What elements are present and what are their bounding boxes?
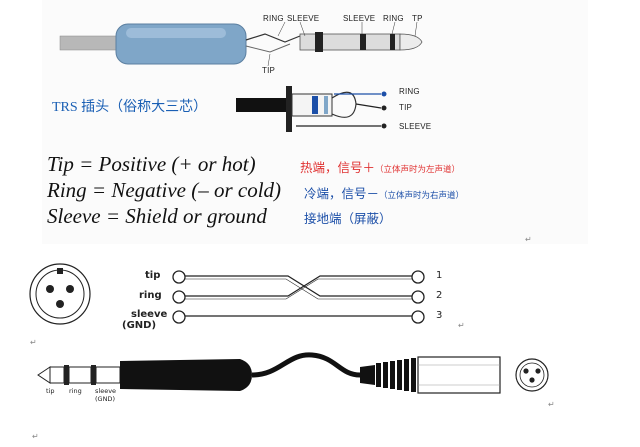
trs-plug-illustration — [59, 21, 423, 67]
plug-label-sleeve: SLEEVE — [287, 14, 320, 23]
xlr-connector-front — [29, 263, 91, 325]
jack-label-tip: TIP — [399, 103, 413, 112]
equation-sleeve: Sleeve = Shield or ground — [47, 204, 267, 228]
cn-sleeve-text: 接地端（屏蔽） — [304, 211, 392, 226]
return-mark-5: ↵ — [32, 432, 39, 441]
plug-label-tip-right: TP — [412, 14, 423, 23]
bottom-label-tip: tip — [46, 387, 55, 395]
wire-label-gnd: (GND) — [122, 320, 157, 331]
return-mark-4: ↵ — [548, 400, 555, 409]
equation-tip: Tip = Positive (+ or hot) — [47, 152, 256, 176]
cn-ring-text: 冷端，信号－（立体声时为右声道） — [304, 186, 465, 201]
wire-label-ring: ring — [139, 290, 162, 301]
plug-label-tip: TIP — [262, 66, 276, 75]
jack-label-sleeve: SLEEVE — [399, 122, 432, 131]
return-mark: ↵ — [525, 235, 532, 244]
wire-label-tip: tip — [145, 270, 161, 281]
pin-number-2: 2 — [436, 290, 443, 301]
pin-number-1: 1 — [436, 270, 443, 281]
cn-tip-text: 热端，信号＋（立体声时为左声道） — [300, 160, 461, 175]
wiring-lines — [172, 270, 425, 324]
bottom-label-ring: ring — [69, 387, 82, 395]
plug-label-sleeve-right: SLEEVE — [343, 14, 376, 23]
pin-number-3: 3 — [436, 310, 443, 321]
return-mark-3: ↵ — [30, 338, 37, 347]
bottom-label-sleeve: sleeve — [95, 387, 117, 395]
equation-ring: Ring = Negative (– or cold) — [47, 178, 282, 202]
plug-label-ring-right: RING — [383, 14, 404, 23]
return-mark-2: ↵ — [458, 321, 465, 330]
trs-to-xlr-cable — [37, 352, 549, 394]
trs-plug-title: TRS 插头（俗称大三芯） — [52, 100, 208, 115]
trs-jack-illustration — [236, 86, 387, 132]
bottom-label-gnd: (GND) — [95, 395, 115, 403]
wire-label-sleeve: sleeve — [131, 309, 168, 320]
plug-label-ring: RING — [263, 14, 284, 23]
jack-label-ring: RING — [399, 87, 420, 96]
